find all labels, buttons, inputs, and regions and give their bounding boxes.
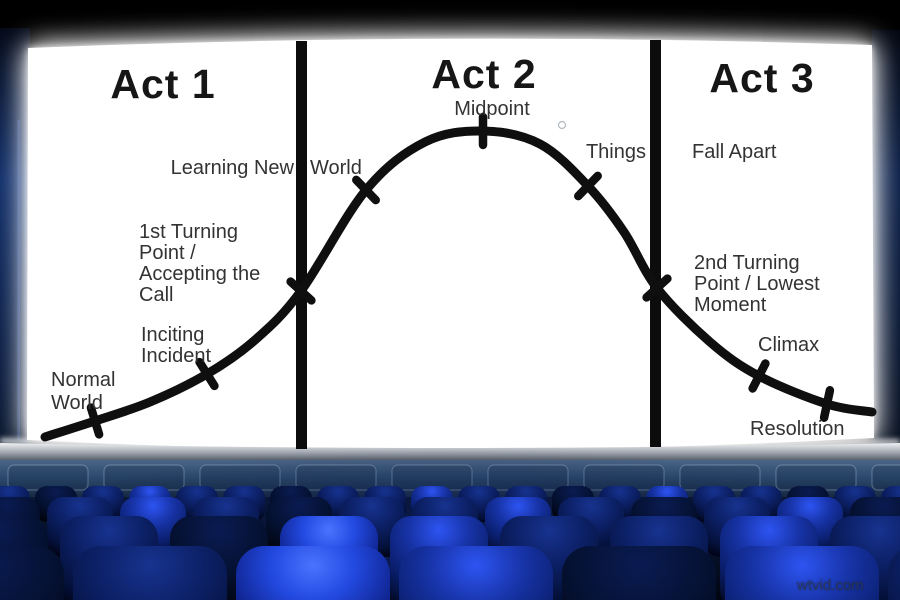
beat-tick — [195, 357, 219, 391]
beat-line: Call — [139, 284, 174, 306]
beat-line: 2nd Turning — [694, 252, 800, 274]
beat-line: Point / — [139, 242, 196, 264]
beat-label-learning-new: Learning New — [170, 157, 294, 179]
beat-label-learning-world: World — [310, 157, 362, 179]
cinema-screen — [27, 38, 874, 451]
wall-panel — [871, 464, 900, 491]
beat-line: Inciting — [141, 324, 205, 346]
beat-line: World — [51, 392, 103, 414]
beat-label-midpoint: Midpoint — [454, 98, 530, 120]
theater-seats — [0, 486, 900, 600]
left-wall — [0, 28, 30, 458]
beat-tick — [286, 277, 316, 305]
seat — [725, 546, 879, 600]
seat — [562, 546, 716, 600]
beat-tick — [748, 359, 770, 393]
act1-act2-divider — [296, 41, 307, 449]
beat-tick — [642, 274, 672, 302]
beat-label-inciting-incident: Inciting Incident — [141, 325, 211, 367]
left-wall-highlight — [17, 120, 20, 440]
seat — [236, 546, 390, 600]
beat-tick-marks — [86, 112, 835, 439]
seat — [399, 546, 553, 600]
beat-tick — [352, 175, 380, 205]
beat-label-climax: Climax — [758, 334, 820, 356]
beat-label-resolution: Resolution — [750, 418, 845, 440]
beat-tick — [574, 171, 602, 201]
beat-line: Accepting the — [139, 263, 261, 285]
right-wall — [872, 30, 900, 450]
act-dividers — [296, 40, 661, 449]
beat-line: Normal — [51, 369, 116, 391]
seat — [73, 546, 227, 600]
seat — [888, 551, 900, 600]
beat-line: Point / Lowest — [694, 273, 820, 295]
act-label-3: Act 3 — [709, 55, 815, 101]
watermark: wtvid.com — [797, 577, 864, 594]
beat-label-first-turning-point: 1st Turning Point / Accepting the Call — [139, 222, 260, 306]
act2-act3-divider — [650, 40, 661, 447]
beat-line: 1st Turning — [139, 221, 238, 243]
beat-label-fall-apart: Fall Apart — [692, 141, 777, 163]
act-label-2: Act 2 — [431, 51, 537, 97]
beat-label-second-turning-point: 2nd Turning Point / Lowest Moment — [694, 253, 820, 316]
beat-label-things: Things — [585, 141, 646, 163]
screen-speck — [557, 120, 567, 130]
beat-line: Moment — [694, 294, 767, 316]
beat-tick — [86, 403, 104, 439]
screen-bottom-glow — [0, 438, 900, 450]
beat-label-normal-world: Normal World — [51, 369, 115, 415]
act-label-1: Act 1 — [110, 61, 216, 107]
seat — [0, 546, 64, 600]
beat-line: Incident — [141, 345, 212, 367]
beat-tick — [819, 386, 835, 422]
